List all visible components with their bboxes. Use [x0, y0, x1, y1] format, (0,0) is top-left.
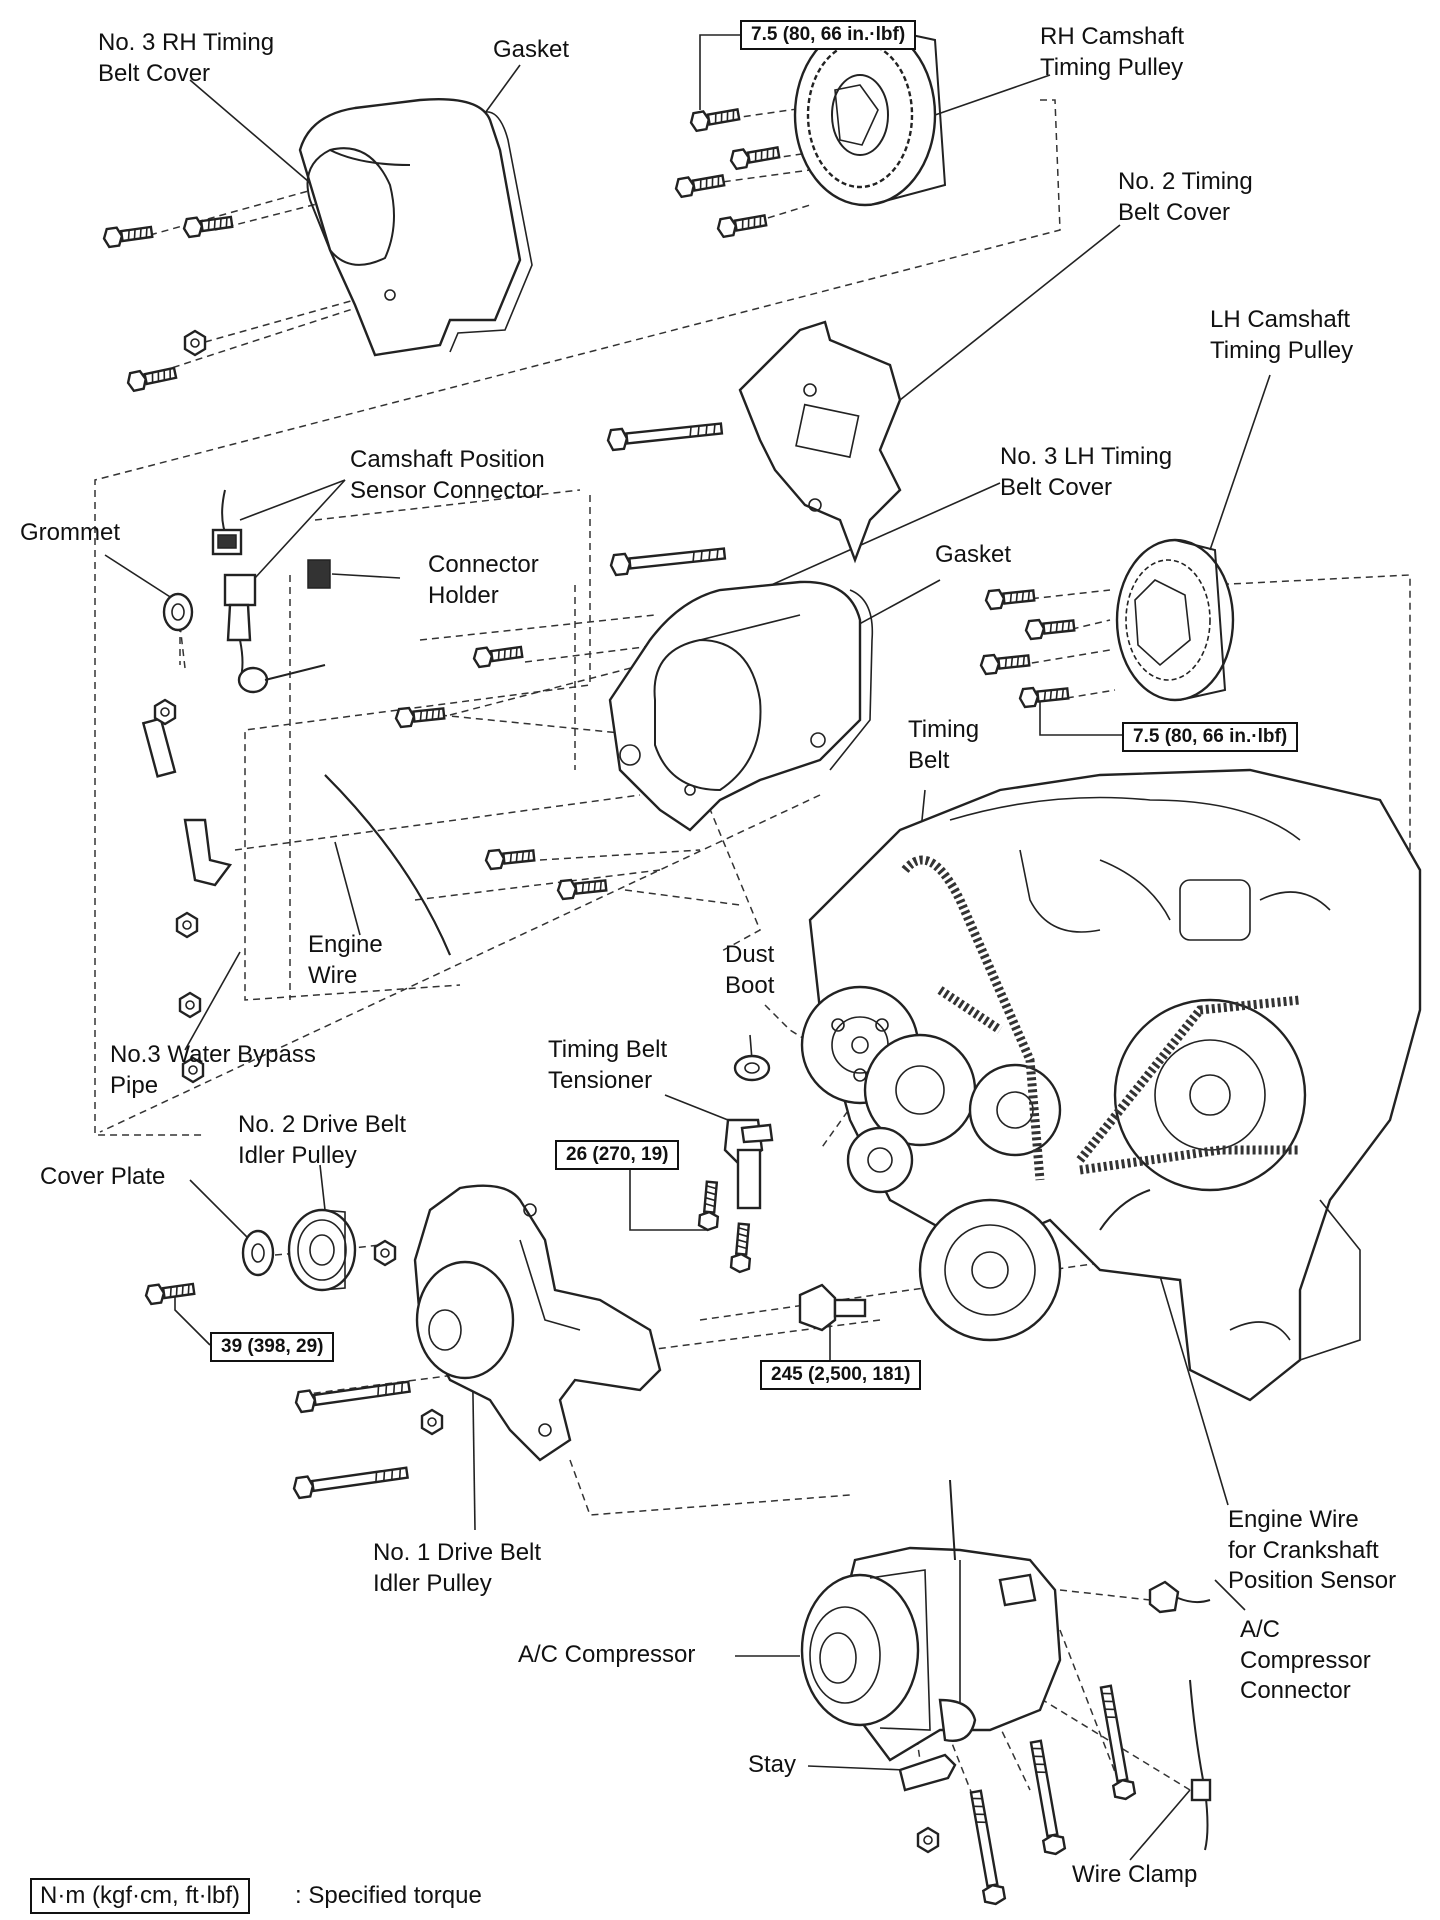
- torque-rh-pulley-bolt: 7.5 (80, 66 in.·lbf): [740, 20, 917, 50]
- cover-plate: [241, 1229, 275, 1277]
- no2-drive-belt-idler-pulley: [287, 1208, 357, 1292]
- no2-timing-belt-cover: [738, 320, 902, 564]
- label-timing-belt-tensioner: Timing Belt Tensioner: [548, 1036, 668, 1094]
- leader-lines: [104, 34, 1271, 1861]
- wire-clamp: [1189, 1679, 1212, 1851]
- torque-crankshaft-bolt: 245 (2,500, 181): [760, 1360, 922, 1390]
- no1-drive-belt-idler-pulley: [413, 1184, 662, 1462]
- lh-camshaft-timing-pulley: [1115, 538, 1235, 702]
- ac-compressor-connector: [1148, 1580, 1211, 1614]
- label-timing-belt: Timing Belt: [908, 716, 980, 774]
- lh-timing-belt-cover: [608, 580, 874, 832]
- rh-timing-belt-cover: [298, 98, 533, 357]
- label-cover-plate: Cover Plate: [40, 1163, 166, 1190]
- ac-compressor: [800, 1479, 1062, 1762]
- label-dust-boot: Dust Boot: [725, 941, 775, 999]
- label-engine-wire: Engine Wire: [308, 931, 383, 989]
- dust-boot: [733, 1054, 771, 1082]
- legend-specified-torque: : Specified torque: [295, 1882, 482, 1909]
- label-camshaft-position-sensor-connector: Camshaft Position Sensor Connector: [350, 446, 545, 504]
- label-wire-clamp: Wire Clamp: [1072, 1861, 1198, 1888]
- torque-lh-pulley-bolt: 7.5 (80, 66 in.·lbf): [1122, 722, 1299, 752]
- torque-tensioner-bolt: 26 (270, 19): [555, 1140, 680, 1170]
- label-no1-drive-belt-idler-pulley: No. 1 Drive Belt Idler Pulley: [373, 1539, 542, 1597]
- label-gasket-top: Gasket: [493, 36, 570, 63]
- label-lh-camshaft-timing-pulley: LH Camshaft Timing Pulley: [1210, 306, 1354, 364]
- label-no3-lh-timing-belt-cover: No. 3 LH Timing Belt Cover: [1000, 443, 1173, 501]
- engine-block: [800, 768, 1422, 1402]
- label-ac-compressor-connector: A/C Compressor Connector: [1240, 1616, 1371, 1705]
- label-no2-timing-belt-cover: No. 2 Timing Belt Cover: [1118, 168, 1253, 226]
- label-connector-holder: Connector Holder: [428, 551, 539, 609]
- rh-camshaft-timing-pulley: [793, 23, 947, 207]
- water-bypass-pipe: [141, 717, 233, 887]
- stay: [898, 1753, 957, 1792]
- label-no3-water-bypass-pipe: No.3 Water Bypass Pipe: [110, 1041, 316, 1099]
- label-gasket-mid: Gasket: [935, 541, 1012, 568]
- engine-wire: [324, 774, 451, 956]
- camshaft-position-sensor: [211, 489, 331, 694]
- label-no2-drive-belt-idler-pulley: No. 2 Drive Belt Idler Pulley: [238, 1111, 407, 1169]
- timing-belt-tensioner: [723, 1118, 774, 1210]
- fasteners: [101, 104, 1137, 1907]
- label-no3-rh-timing-belt-cover: No. 3 RH Timing Belt Cover: [98, 29, 275, 87]
- torque-idler-bolt: 39 (398, 29): [210, 1332, 335, 1362]
- label-rh-camshaft-timing-pulley: RH Camshaft Timing Pulley: [1040, 23, 1185, 81]
- label-stay: Stay: [748, 1751, 797, 1778]
- label-ac-compressor: A/C Compressor: [518, 1641, 696, 1668]
- grommet: [162, 592, 194, 632]
- label-grommet: Grommet: [20, 519, 121, 546]
- label-engine-wire-crankshaft-sensor: Engine Wire for Crankshaft Position Sens…: [1228, 1506, 1397, 1595]
- legend-unit-box: N·m (kgf·cm, ft·lbf): [30, 1878, 250, 1914]
